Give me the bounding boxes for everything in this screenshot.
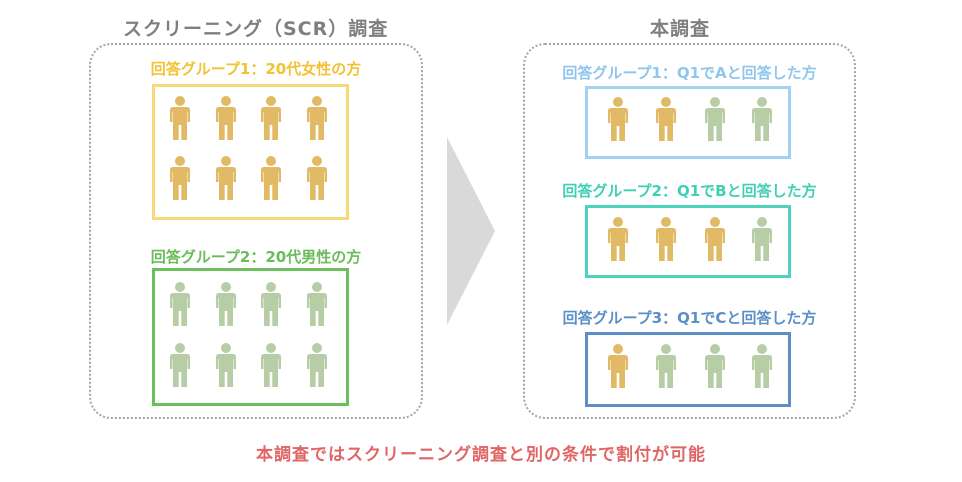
female-person-icon xyxy=(606,97,630,143)
main-survey-title: 本調査 xyxy=(650,18,711,40)
main-group1-box xyxy=(585,86,791,159)
male-person-icon xyxy=(750,344,774,390)
male-person-icon xyxy=(168,343,192,389)
male-person-icon xyxy=(305,343,329,389)
female-person-icon xyxy=(305,156,329,202)
main-group2-label: 回答グループ2：Q1でBと回答した方 xyxy=(562,182,817,200)
female-person-icon xyxy=(606,344,630,390)
male-person-icon xyxy=(168,282,192,328)
main-survey-panel xyxy=(523,43,856,419)
female-person-icon xyxy=(259,96,283,142)
screening-group2-box xyxy=(152,268,349,406)
female-person-icon xyxy=(168,156,192,202)
female-person-icon xyxy=(654,97,678,143)
male-person-icon xyxy=(259,282,283,328)
female-person-icon xyxy=(703,217,727,263)
female-person-icon xyxy=(305,96,329,142)
screening-group2-label: 回答グループ2：20代男性の方 xyxy=(150,248,362,266)
screening-group1-label: 回答グループ1：20代女性の方 xyxy=(150,60,362,78)
main-group1-label: 回答グループ1：Q1でAと回答した方 xyxy=(562,64,817,82)
female-person-icon xyxy=(259,156,283,202)
male-person-icon xyxy=(750,97,774,143)
male-person-icon xyxy=(214,282,238,328)
male-person-icon xyxy=(305,282,329,328)
male-person-icon xyxy=(750,217,774,263)
male-person-icon xyxy=(703,344,727,390)
main-group2-box xyxy=(585,205,791,278)
female-person-icon xyxy=(168,96,192,142)
female-person-icon xyxy=(214,156,238,202)
male-person-icon xyxy=(654,344,678,390)
screening-group1-box xyxy=(152,84,349,220)
right-arrow-icon xyxy=(447,137,495,325)
male-person-icon xyxy=(703,97,727,143)
footer-note: 本調査ではスクリーニング調査と別の条件で割付が可能 xyxy=(256,445,706,465)
screening-panel xyxy=(89,43,423,419)
main-group3-label: 回答グループ3：Q1でCと回答した方 xyxy=(562,309,817,327)
male-person-icon xyxy=(214,343,238,389)
female-person-icon xyxy=(214,96,238,142)
female-person-icon xyxy=(606,217,630,263)
screening-title: スクリーニング（SCR）調査 xyxy=(123,18,389,40)
main-group3-box xyxy=(585,332,791,407)
male-person-icon xyxy=(259,343,283,389)
female-person-icon xyxy=(654,217,678,263)
